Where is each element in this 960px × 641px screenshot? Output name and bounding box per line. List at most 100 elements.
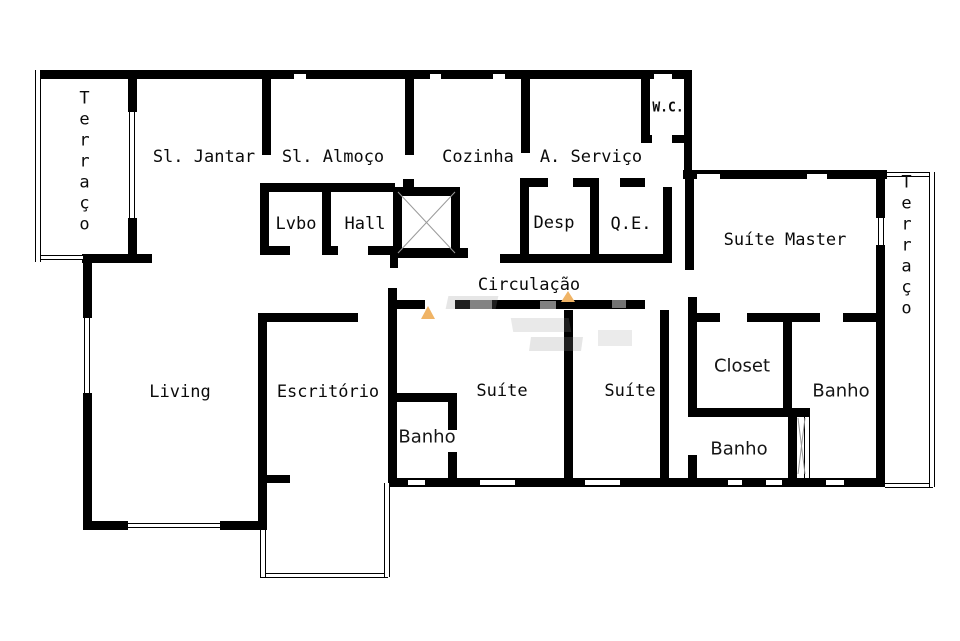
window-segment: [697, 174, 720, 179]
wall-segment: [688, 455, 697, 478]
room-label-living: Living: [149, 382, 211, 402]
wall-segment: [262, 79, 271, 155]
wall-segment: [521, 79, 530, 153]
room-label-suite-master: Suíte Master: [723, 230, 847, 250]
room-label-lvbo: Lvbo: [275, 214, 317, 234]
room-label-escritorio: Escritório: [276, 382, 380, 402]
wall-segment: [267, 475, 290, 483]
wall-segment: [258, 313, 267, 530]
glazing-segment: [878, 218, 884, 245]
window-segment: [585, 480, 620, 485]
wall-segment: [220, 521, 266, 530]
wall-segment: [388, 478, 876, 487]
watermark-triangle-icon: [561, 291, 575, 302]
window-segment: [807, 174, 827, 179]
glazing-segment: [35, 70, 41, 262]
room-label-sl-jantar: Sl. Jantar: [152, 147, 256, 167]
wall-segment: [500, 254, 672, 263]
window-segment: [493, 74, 505, 79]
glazing-segment: [129, 112, 135, 218]
room-label-sl-almoco: Sl. Almoço: [281, 147, 385, 167]
wall-segment: [564, 310, 573, 478]
watermark-glyph: [529, 337, 583, 351]
wall-segment: [128, 218, 137, 263]
duct-shaft-x-icon: [797, 417, 806, 475]
wall-segment: [390, 248, 468, 258]
room-label-qe: Q.E.: [610, 214, 652, 234]
watermark-glyph: [598, 330, 632, 346]
wall-segment: [448, 402, 457, 430]
wall-segment: [788, 412, 797, 478]
wall-segment: [620, 178, 645, 187]
wall-segment: [260, 192, 269, 255]
room-label-banho-suite-2: Banho: [710, 438, 768, 460]
room-label-banho-master: Banho: [812, 380, 870, 402]
room-label-closet: Closet: [713, 355, 771, 377]
watermark-highlight: [470, 300, 492, 309]
wall-segment: [688, 322, 697, 412]
watermark-highlight: [540, 301, 556, 309]
room-label-suite-2: Suíte: [604, 381, 656, 401]
room-label-wc: W.C.: [652, 100, 684, 116]
wall-segment: [322, 192, 331, 255]
wall-segment: [393, 187, 402, 258]
wall-segment: [390, 255, 398, 268]
wall-segment: [660, 310, 669, 478]
wall-segment: [405, 79, 414, 155]
room-label-hall: Hall: [344, 214, 386, 234]
glazing-segment: [929, 172, 935, 487]
window-segment: [294, 74, 306, 79]
wall-segment: [403, 179, 414, 188]
elevator-shaft-x-icon: [397, 191, 456, 254]
wall-segment: [82, 254, 152, 263]
wall-segment: [260, 183, 395, 192]
wall-segment: [451, 187, 460, 258]
wall-segment: [747, 313, 820, 322]
room-label-cozinha: Cozinha: [442, 147, 514, 167]
watermark-glyph: [510, 318, 572, 332]
glazing-segment: [84, 318, 90, 393]
glazing-segment: [384, 483, 390, 577]
glazing-segment: [885, 483, 933, 488]
wall-segment: [663, 187, 672, 263]
watermark-glyph: [445, 296, 499, 309]
wall-segment: [260, 246, 290, 255]
wall-segment: [35, 70, 692, 79]
glazing-segment: [35, 255, 83, 260]
wall-segment: [520, 178, 548, 187]
room-label-suite-1: Suíte: [476, 381, 528, 401]
wall-segment: [843, 313, 876, 322]
window-segment: [728, 480, 742, 485]
wall-segment: [590, 187, 599, 263]
window-segment: [430, 74, 441, 79]
wall-segment: [368, 246, 395, 255]
window-segment: [408, 480, 425, 485]
window-segment: [480, 480, 515, 485]
room-label-banho-suite-1: Banho: [398, 426, 456, 448]
wall-segment: [128, 79, 137, 112]
wall-segment: [697, 313, 720, 322]
wall-segment: [397, 393, 457, 402]
watermark-triangle-icon: [421, 306, 435, 319]
glazing-segment: [804, 417, 810, 478]
window-segment: [654, 74, 672, 79]
wall-segment: [684, 70, 692, 179]
wall-segment: [83, 393, 92, 530]
glazing-segment: [260, 573, 388, 578]
wall-segment: [641, 79, 650, 143]
room-label-a-servico: A. Serviço: [539, 147, 643, 167]
glazing-segment: [128, 523, 220, 528]
wall-segment: [258, 313, 358, 322]
wall-segment: [685, 170, 694, 270]
wall-segment: [322, 246, 338, 255]
wall-segment: [388, 288, 397, 478]
glazing-segment: [260, 530, 266, 577]
window-segment: [826, 480, 844, 485]
wall-segment: [397, 300, 425, 309]
room-label-desp: Desp: [533, 213, 575, 233]
room-label-circulacao: Circulação: [477, 275, 581, 295]
wall-segment: [672, 135, 692, 143]
wall-segment: [448, 452, 457, 478]
wall-segment: [641, 135, 652, 143]
